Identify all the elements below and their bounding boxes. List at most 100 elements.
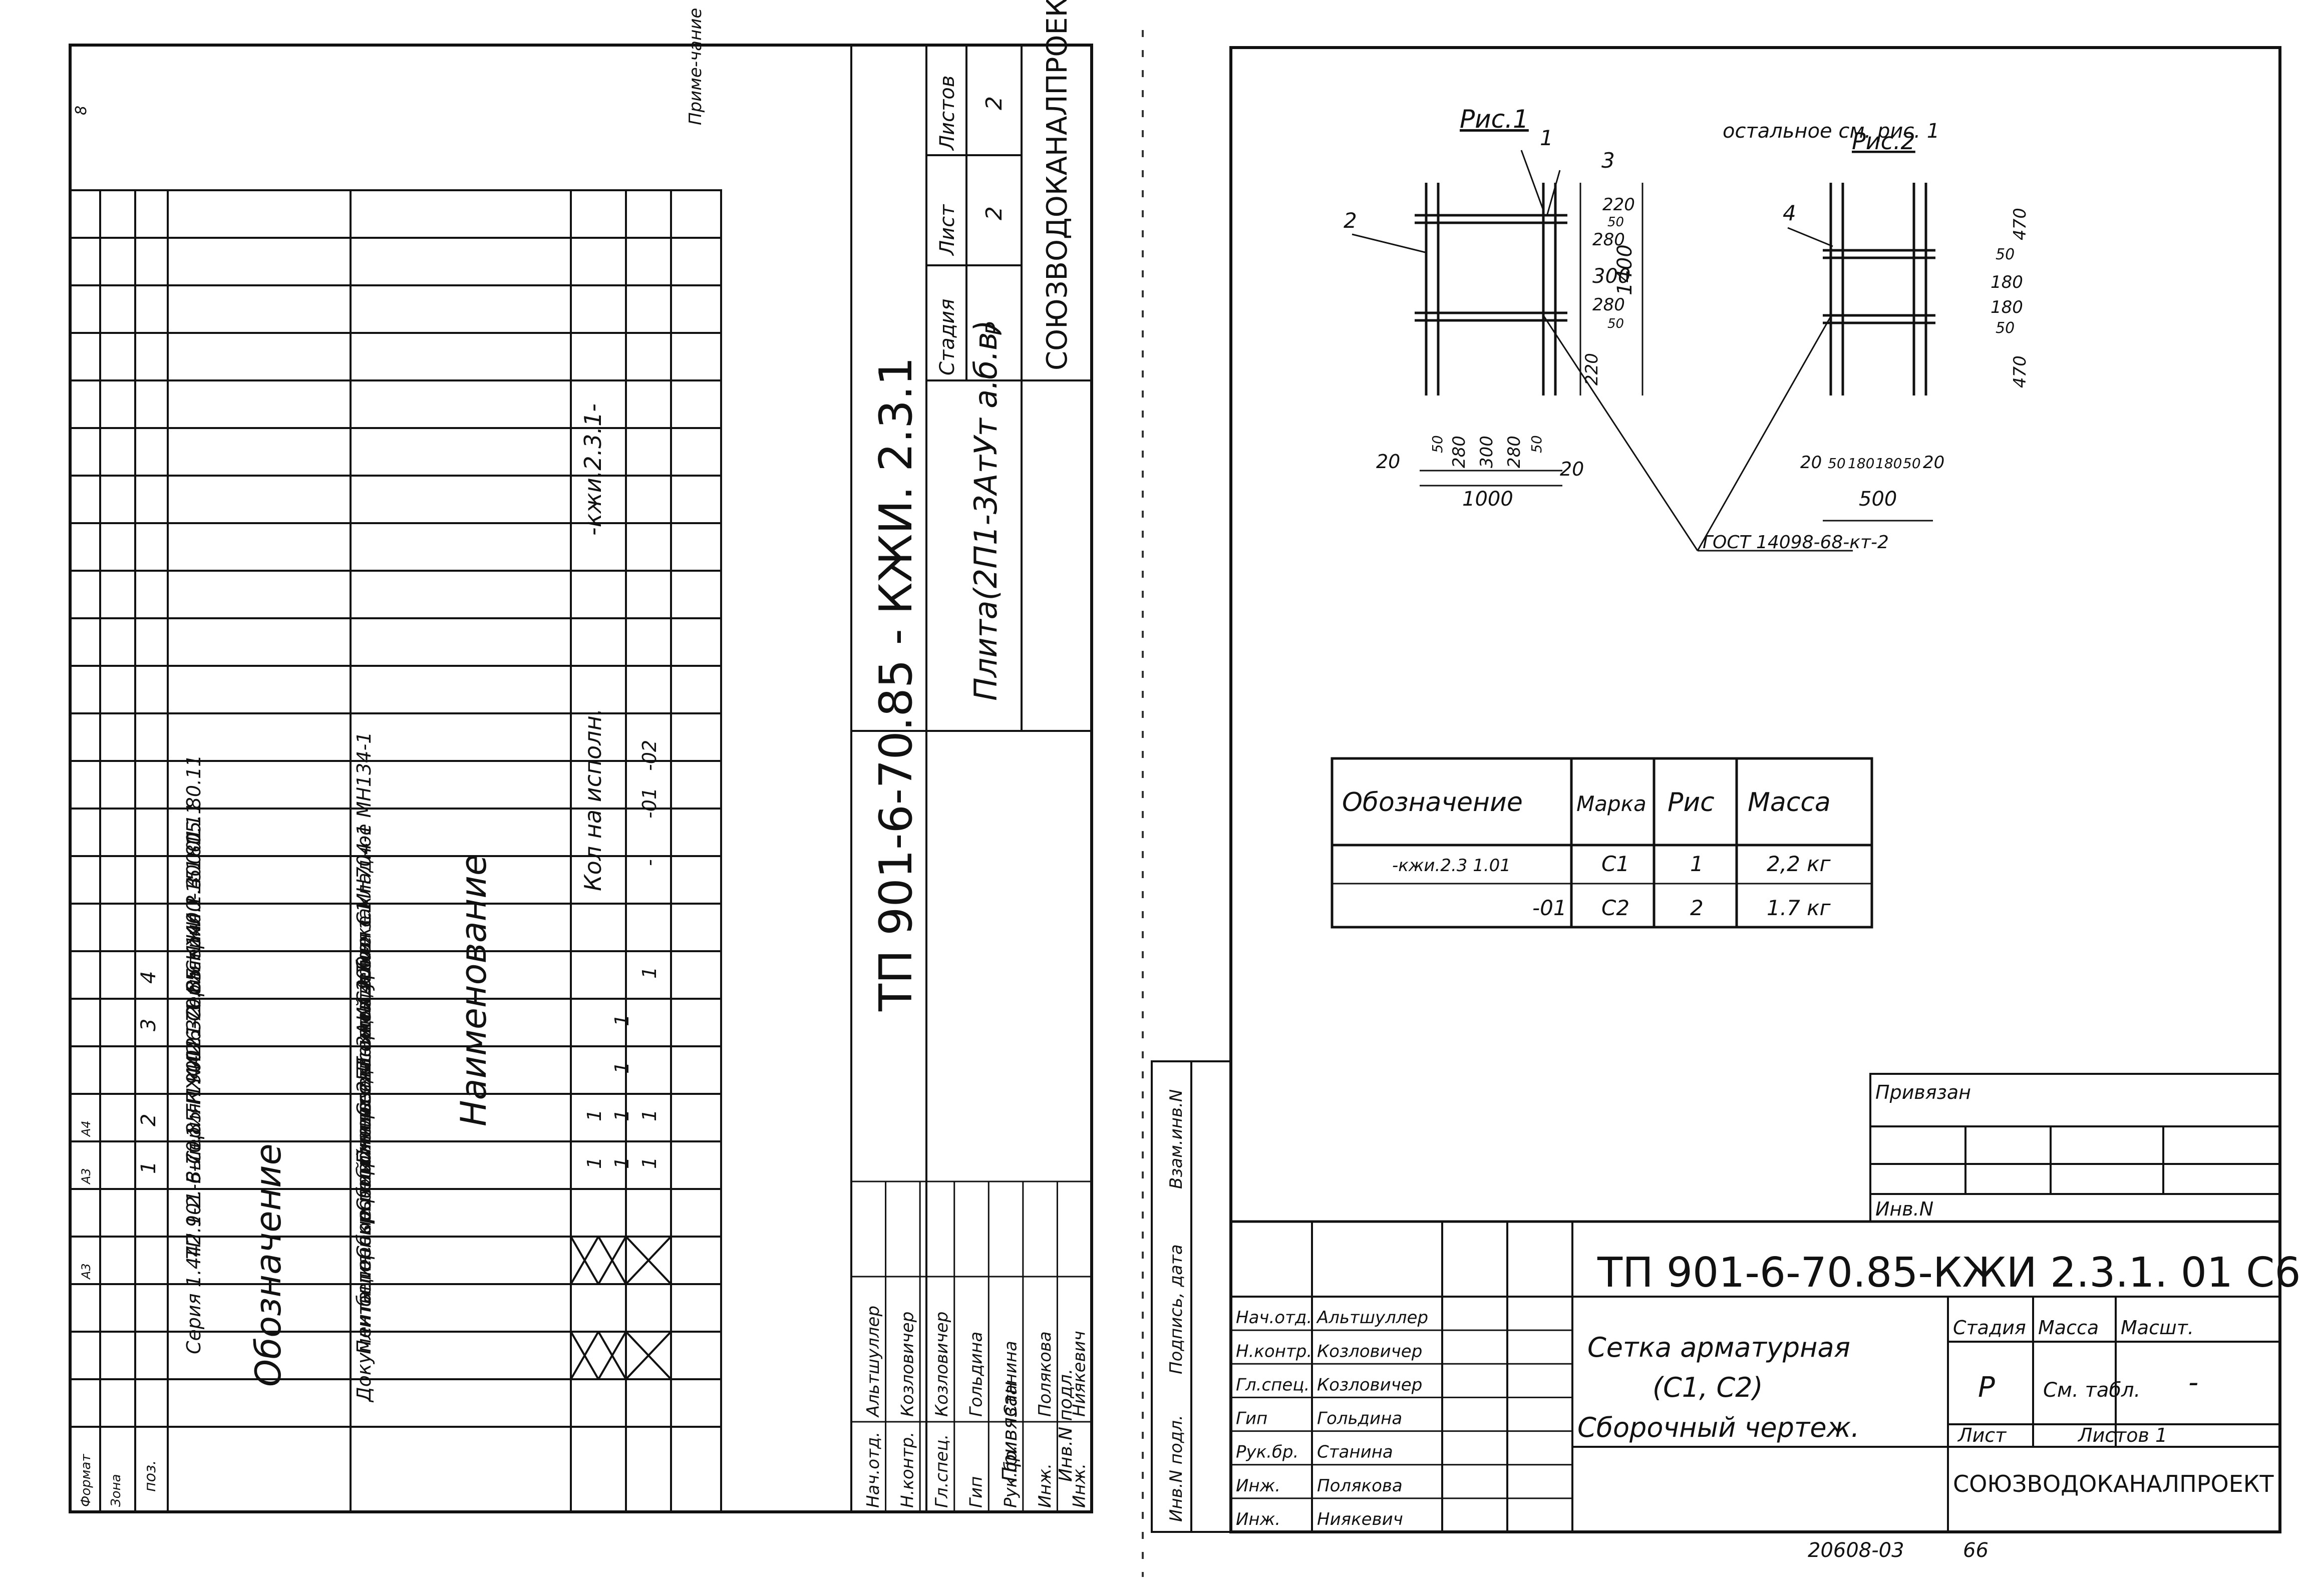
right-stamp-name: Козловичер	[1317, 1341, 1422, 1361]
spec-row-designation: -01	[183, 1038, 205, 1069]
mass-header-fig: Рис	[1668, 787, 1715, 818]
fig1-dim-h-4: 280	[1504, 436, 1524, 468]
fig1-dim-h-6: 20	[1560, 458, 1584, 480]
left-stamp-name: Козловичер	[932, 1312, 952, 1417]
spec-row-name: Документация	[353, 1255, 375, 1403]
spec-row-name: То же С2	[353, 979, 375, 1069]
spec-row-designation: ТП 901-6-70.85-КЖИ.2.3.1.С5	[183, 970, 205, 1259]
fig2-dim-h-3: 180	[1875, 455, 1902, 472]
mass-header-mark: Марка	[1576, 791, 1646, 816]
right-stamp-scale-label: Масшт.	[2121, 1317, 2194, 1339]
fig2-dim-h-5: 20	[1923, 453, 1944, 473]
fig1-callout-3: 3	[1601, 148, 1615, 173]
spec-row-qty: 1	[638, 967, 661, 979]
spec-row-pos: 1	[137, 1161, 160, 1174]
spec-header-name: Наименование	[453, 854, 494, 1126]
spec-cross-mark	[625, 1331, 672, 1380]
left-stamp-role: Рук.бр.	[1001, 1445, 1021, 1508]
right-stamp-mass-label: Масса	[2038, 1317, 2099, 1339]
spec-header-version-2: -02	[638, 740, 661, 771]
left-stamp-org: СОЮЗВОДОКАНАЛПРОЕКТ	[1041, 0, 1074, 370]
spec-row-qty: 1	[611, 1062, 633, 1074]
fig1-callout-1: 1	[1540, 126, 1553, 150]
right-stamp-title-2: (С1, С2)	[1653, 1372, 1763, 1403]
fig1-overall-width: 1000	[1462, 488, 1513, 511]
left-stamp-name: Козловичер	[898, 1312, 918, 1417]
spec-row-format: А3	[79, 1263, 93, 1280]
right-stamp-role: Нач.отд.	[1236, 1308, 1312, 1328]
fig1-overall-height: 1400	[1613, 244, 1636, 295]
right-stamp-title-1: Сетка арматурная	[1587, 1332, 1850, 1363]
spec-row-name: Сборочный чертеж	[353, 1067, 375, 1259]
left-stamp-inv-podl: Инв.N подл.	[1056, 1369, 1076, 1482]
mass-row1-mark: С1	[1601, 852, 1629, 876]
left-stamp-name: Ниякевич	[1069, 1331, 1089, 1417]
spec-row-qty: 1	[611, 1109, 633, 1121]
fig1-callout-2: 2	[1344, 208, 1357, 233]
privyazan-label: Привязан	[1875, 1081, 1971, 1103]
right-stamp-name: Станина	[1317, 1442, 1393, 1462]
left-stamp-role: Гл.спец.	[932, 1434, 952, 1508]
fig2-dim-h-2: 180	[1848, 455, 1874, 472]
side-label-inv: Инв.N подл.	[1166, 1415, 1186, 1522]
spec-row-pos: 4	[137, 971, 160, 984]
spec-row-qty: 1	[638, 1109, 661, 1121]
left-stamp-title: Плита(2П1-3АтУт а.б.в)	[967, 320, 1004, 701]
gost-label: ГОСТ 14098-68-кт-2	[1703, 532, 1889, 553]
side-label-vzam: Взам.инв.N	[1166, 1089, 1186, 1189]
right-stamp-name: Ниякевич	[1317, 1509, 1403, 1529]
left-stamp-role: Инж.	[1035, 1463, 1055, 1508]
right-stamp-code: ТП 901-6-70.85-КЖИ 2.3.1. 01 С6	[1597, 1249, 2301, 1297]
right-stamp: ТП 901-6-70.85-КЖИ 2.3.1. 01 С6 Сетка ар…	[1231, 1221, 2301, 1533]
right-stamp-title-3: Сборочный чертеж.	[1577, 1412, 1859, 1443]
left-stamp-sheet-label: Лист	[936, 204, 959, 256]
spec-row-designation: Серия 1.400-15. 80.11	[183, 803, 205, 1021]
spec-row-name: То же МН704-1	[353, 824, 375, 974]
spec-cross-mark	[597, 1331, 627, 1380]
spec-row-pos: 2	[137, 1114, 160, 1126]
spec-row-qty: 1	[583, 1109, 605, 1121]
spec-row-name: Сборочные единицы	[353, 1005, 375, 1212]
left-stamp-role: Н.контр.	[898, 1432, 918, 1508]
right-stamp-name: Козловичер	[1317, 1375, 1422, 1395]
spec-row-pos: 3	[137, 1019, 160, 1031]
right-stamp-role: Н.контр.	[1236, 1341, 1312, 1361]
right-stamp-name: Полякова	[1317, 1476, 1403, 1496]
fig2-dim-h-4: 50	[1903, 455, 1921, 472]
fig1-dim-v-2: 280	[1592, 230, 1625, 250]
right-stamp-name: Гольдина	[1317, 1409, 1402, 1429]
spec-cross-mark	[570, 1236, 599, 1285]
spec-header-pos: поз.	[142, 1460, 159, 1492]
mass-row2-mark: С2	[1601, 896, 1629, 920]
fig2-dim-h-0: 20	[1800, 453, 1822, 473]
spec-row-format: А3	[79, 1168, 93, 1185]
left-stamp: ТП 901-6-70.85 - КЖИ. 2.3.1 Плита(2П1-3А…	[850, 0, 1093, 1513]
fig2-subtitle: остальное см. рис. 1	[1723, 120, 1939, 143]
spec-header-version-0: -	[638, 859, 661, 866]
spec-header-qty: Кол на исполн.	[579, 708, 606, 891]
fig2-dim-v-3: 180	[1991, 297, 2023, 317]
spec-header-note: Приме-чание	[686, 8, 706, 125]
side-label-podpis: Подпись, дата	[1166, 1244, 1186, 1374]
left-stamp-stage-label: Стадия	[936, 299, 959, 375]
spec-row-name: Сетка арматурная С1	[353, 900, 375, 1116]
corner-label: 8	[73, 106, 90, 115]
spec-row-qty: 1	[583, 1157, 605, 1169]
left-stamp-role: Гип	[966, 1476, 986, 1508]
mass-header-mass: Масса	[1748, 787, 1831, 818]
right-stamp-role: Рук.бр.	[1236, 1442, 1298, 1462]
fig1-dim-h-5: 50	[1528, 435, 1545, 453]
left-stamp-name: Альтшуллер	[863, 1306, 883, 1418]
spec-row-name: Плиты 2П1-3Ат.т.а.б.в	[353, 942, 375, 1164]
mass-header-designation: Обозначение	[1342, 787, 1523, 818]
mass-row2-mass: 1.7 кг	[1767, 896, 1831, 920]
mass-table: Обозначение Марка Рис Масса -кжи.2.3 1.0…	[1331, 757, 1873, 929]
right-stamp-role: Гл.спец.	[1236, 1375, 1309, 1395]
figure-1	[1352, 150, 1853, 552]
fig2-dim-v-2: 180	[1991, 272, 2023, 292]
footer-page: 66	[1963, 1539, 1989, 1562]
fig2-callout-4: 4	[1783, 201, 1796, 225]
left-stamp-code: ТП 901-6-70.85 - КЖИ. 2.3.1	[870, 357, 922, 1012]
fig2-overall-width: 500	[1859, 488, 1897, 511]
